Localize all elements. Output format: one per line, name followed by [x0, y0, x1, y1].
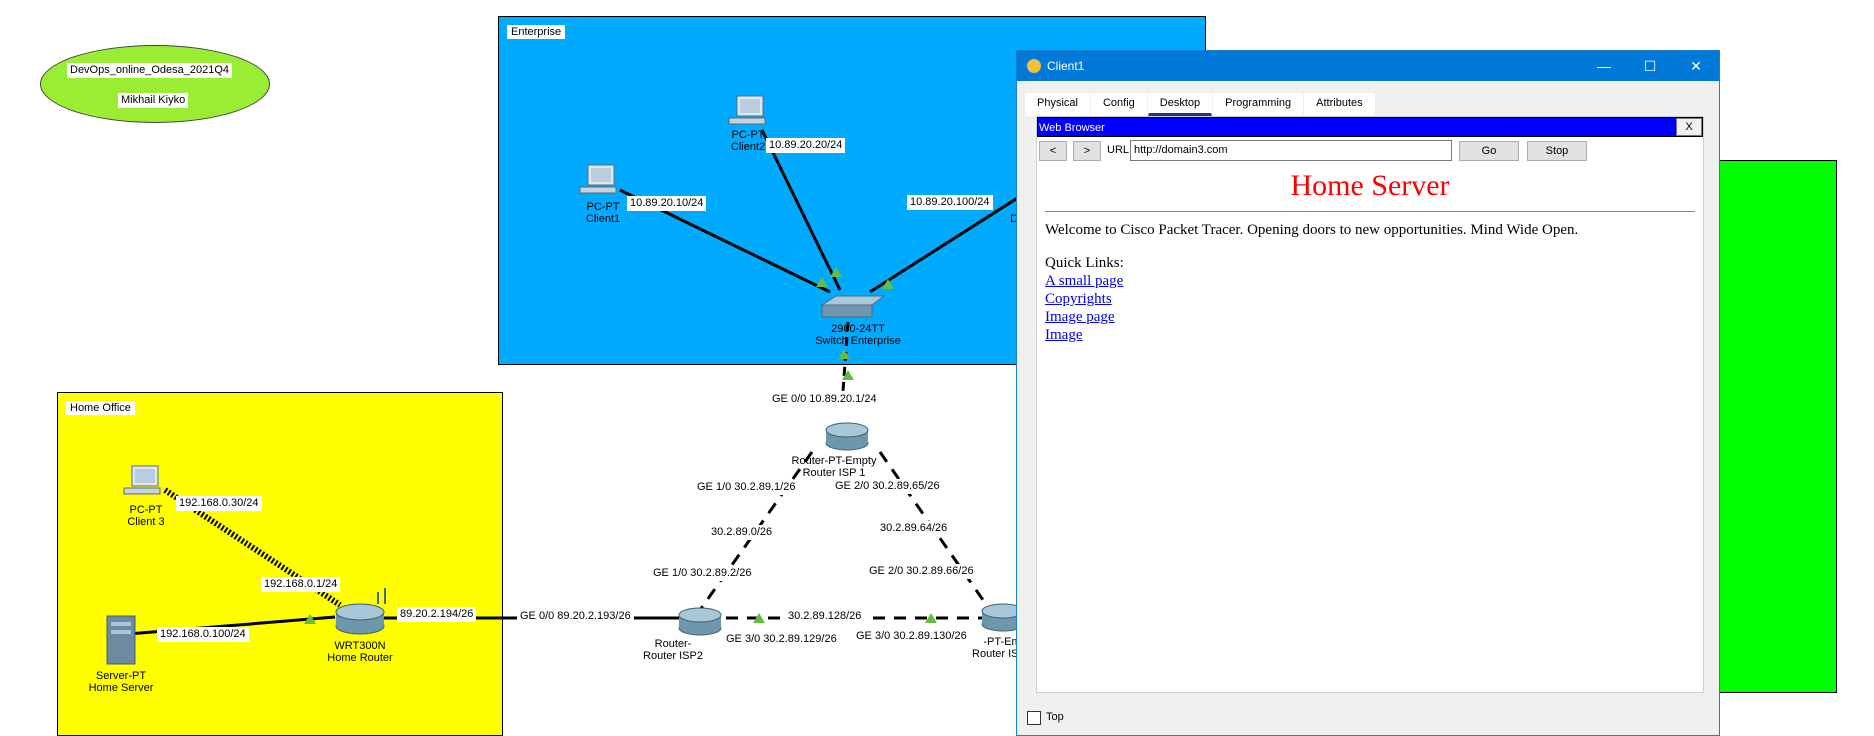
link-label-server-ip: 10.89.20.100/24 [907, 195, 993, 210]
link-copyrights[interactable]: Copyrights [1045, 291, 1112, 307]
web-browser-title-bar: Web Browser X [1037, 117, 1703, 137]
link-label-isp1-ge10: GE 1/0 30.2.89.1/26 [694, 480, 799, 495]
packet-tracer-app-icon [1027, 59, 1041, 73]
web-browser-close-button[interactable]: X [1676, 118, 1702, 136]
link-label-isp3-ge20: GE 2/0 30.2.89.66/26 [866, 564, 977, 579]
client1-window[interactable]: Client1 — ☐ ✕ Physical Config Desktop Pr… [1016, 50, 1720, 736]
router-isp2-label: Router-Router ISP2 [643, 638, 703, 662]
link-label-net-bottom: 30.2.89.128/26 [785, 609, 865, 624]
tab-attributes[interactable]: Attributes [1304, 93, 1375, 116]
switch-icon [820, 295, 886, 318]
tab-config[interactable]: Config [1090, 93, 1147, 116]
window-title: Client1 [1047, 59, 1085, 73]
router-isp2-icon [678, 607, 722, 636]
link-label-isp1-ge20: GE 2/0 30.2.89.65/26 [832, 479, 943, 494]
web-browser-title: Web Browser [1039, 122, 1105, 134]
client3-pc-icon [123, 465, 161, 495]
link-label-net-right: 30.2.89.64/26 [877, 521, 951, 536]
home-office-area-label: Home Office [66, 401, 135, 415]
maximize-icon[interactable]: ☐ [1643, 57, 1657, 74]
enterprise-area-label: Enterprise [507, 25, 566, 39]
tab-programming[interactable]: Programming [1213, 93, 1304, 116]
link-label-isp2-ge00: GE 0/0 89.20.2.193/26 [517, 609, 634, 624]
tab-desktop[interactable]: Desktop [1147, 93, 1213, 116]
router-isp1-icon [825, 422, 869, 451]
go-button[interactable]: Go [1459, 141, 1519, 161]
link-label-isp2-ge10: GE 1/0 30.2.89.2/26 [650, 566, 755, 581]
link-image[interactable]: Image [1045, 327, 1083, 343]
close-icon[interactable]: ✕ [1690, 57, 1702, 74]
tab-physical[interactable]: Physical [1025, 93, 1090, 116]
link-label-client1-ip: 10.89.20.10/24 [627, 196, 707, 211]
page-heading: Home Server [1290, 169, 1450, 202]
web-page: Home Server Welcome to Cisco Packet Trac… [1037, 165, 1703, 692]
client1-pc-icon [579, 164, 617, 194]
link-label-isp3-ge30: GE 3/0 30.2.89.130/26 [853, 629, 970, 644]
url-input[interactable]: http://domain3.com [1130, 140, 1452, 161]
green-area [1700, 160, 1837, 693]
link-label-net-left: 30.2.89.0/26 [708, 525, 776, 540]
link-label-client3-ip: 192.168.0.30/24 [176, 496, 262, 511]
link-label-isp2-ge30: GE 3/0 30.2.89.129/26 [723, 632, 840, 647]
home-server-icon [106, 615, 136, 665]
forward-button[interactable]: > [1073, 141, 1101, 161]
link-label-home-wan: 89.20.2.194/26 [397, 607, 477, 622]
home-router-icon [335, 588, 386, 635]
link-label-home-server-ip: 192.168.0.100/24 [157, 627, 249, 642]
minimize-icon[interactable]: — [1597, 58, 1611, 74]
welcome-text: Welcome to Cisco Packet Tracer. Opening … [1045, 222, 1579, 238]
link-small-page[interactable]: A small page [1045, 273, 1124, 289]
top-checkbox[interactable] [1027, 711, 1041, 725]
note-line-2: Mikhail Kiyko [118, 93, 189, 108]
link-label-isp1-ge00: GE 0/0 10.89.20.1/24 [769, 392, 880, 407]
window-title-bar[interactable]: Client1 — ☐ ✕ [1017, 51, 1719, 81]
note-line-1: DevOps_online_Odesa_2021Q4 [67, 63, 233, 78]
web-browser-panel: Web Browser X < > URL http://domain3.com… [1036, 116, 1704, 693]
device-tabs: Physical Config Desktop Programming Attr… [1025, 93, 1376, 116]
stop-button[interactable]: Stop [1527, 141, 1587, 161]
url-label: URL [1107, 144, 1130, 156]
link-label-home-lan: 192.168.0.1/24 [261, 577, 341, 592]
page-divider [1045, 211, 1695, 212]
top-checkbox-label: Top [1046, 711, 1064, 723]
back-button[interactable]: < [1039, 141, 1067, 161]
link-label-client2-ip: 10.89.20.20/24 [766, 138, 846, 153]
link-image-page[interactable]: Image page [1045, 309, 1115, 325]
note-ellipse[interactable]: DevOps_online_Odesa_2021Q4 Mikhail Kiyko [40, 45, 270, 123]
client2-pc-icon [728, 95, 766, 125]
quick-links-label: Quick Links: [1045, 255, 1124, 271]
